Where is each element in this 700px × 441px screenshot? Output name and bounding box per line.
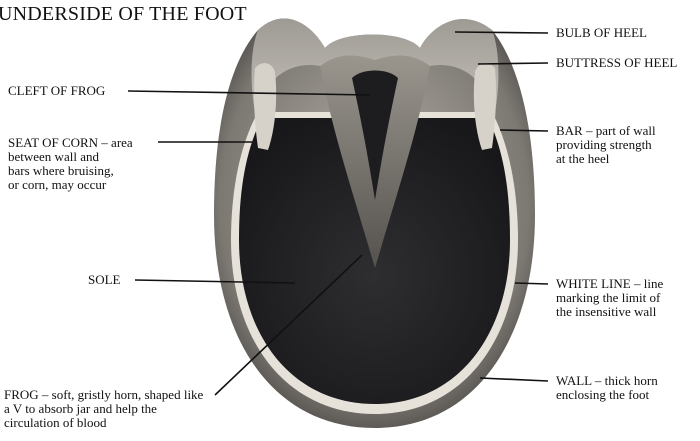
wall-leader <box>480 378 548 381</box>
label-bar: BAR – part of wall providing strength at… <box>556 124 656 166</box>
label-wall: WALL – thick horn enclosing the foot <box>556 374 658 402</box>
label-white-line-desc-1: marking the limit of <box>556 291 663 305</box>
label-seat-of-corn-desc-3: or corn, may occur <box>8 178 133 192</box>
label-white-line-name: WHITE LINE – line <box>556 277 663 291</box>
buttress-of-heel-leader <box>478 63 548 64</box>
bar-leader <box>500 130 548 131</box>
white-line-leader <box>515 283 548 284</box>
label-cleft-of-frog: CLEFT OF FROG <box>8 84 105 98</box>
label-seat-of-corn-desc-1: between wall and <box>8 150 133 164</box>
label-wall-desc-1: enclosing the foot <box>556 388 658 402</box>
label-seat-of-corn-desc-2: bars where bruising, <box>8 164 133 178</box>
label-bulb-of-heel: BULB OF HEEL <box>556 26 647 40</box>
label-frog-name: FROG – soft, gristly horn, shaped like <box>4 388 203 402</box>
label-buttress-of-heel: BUTTRESS OF HEEL <box>556 56 677 70</box>
label-frog-desc-2: circulation of blood <box>4 416 203 430</box>
label-frog-desc-1: a V to absorb jar and help the <box>4 402 203 416</box>
label-sole: SOLE <box>88 273 121 287</box>
label-seat-of-corn: SEAT OF CORN – area between wall and bar… <box>8 136 133 192</box>
label-frog: FROG – soft, gristly horn, shaped like a… <box>4 388 203 430</box>
label-white-line-desc-2: the insensitive wall <box>556 305 663 319</box>
label-wall-name: WALL – thick horn <box>556 374 658 388</box>
label-seat-of-corn-name: SEAT OF CORN – area <box>8 136 133 150</box>
label-bar-name: BAR – part of wall <box>556 124 656 138</box>
bulb-of-heel-leader <box>455 32 548 33</box>
label-bar-desc-1: providing strength <box>556 138 656 152</box>
label-bar-desc-2: at the heel <box>556 152 656 166</box>
label-white-line: WHITE LINE – line marking the limit of t… <box>556 277 663 319</box>
